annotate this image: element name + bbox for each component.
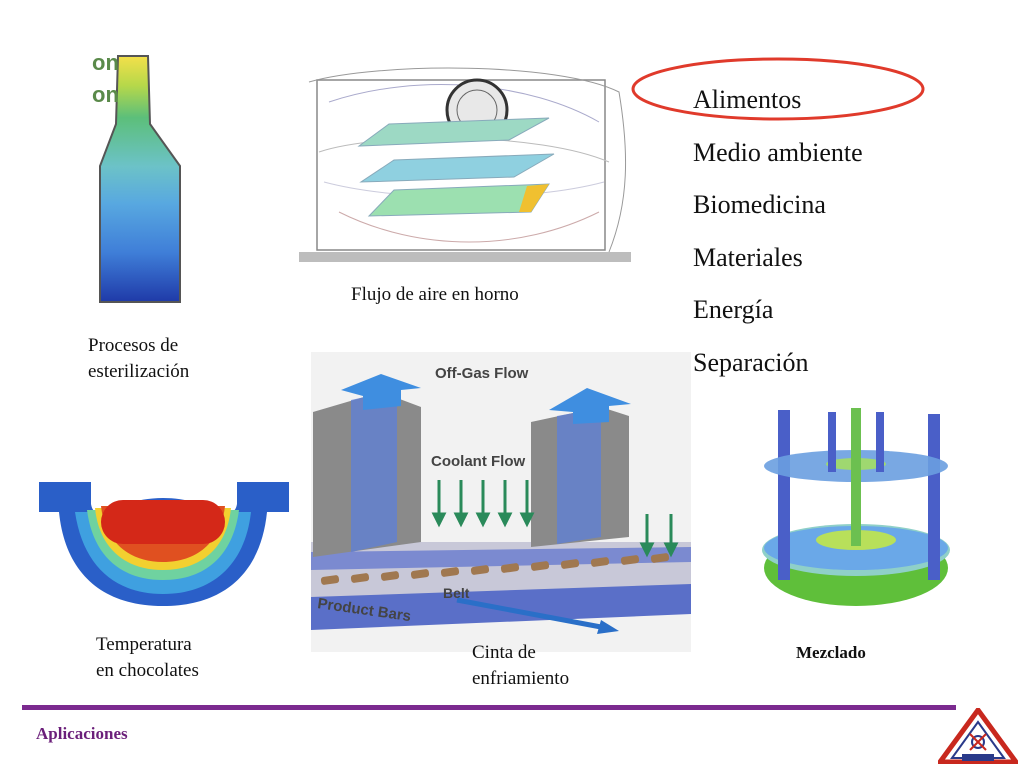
list-item-medio-ambiente: Medio ambiente: [693, 137, 863, 167]
bottle-sterilization-image: on on: [80, 54, 190, 310]
chocolate-caption: Temperatura en chocolates: [96, 632, 199, 684]
belt-belt-label: Belt: [443, 585, 470, 601]
applications-list: Alimentos Medio ambiente Biomedicina Mat…: [693, 74, 993, 389]
list-item-biomedicina: Biomedicina: [693, 190, 826, 219]
chocolate-caption-line2: en chocolates: [96, 660, 199, 681]
bottle-partial-text-2: on: [92, 82, 119, 107]
bottle-caption: Procesos de esterilización: [88, 333, 189, 385]
list-item-separacion: Separación: [693, 347, 809, 377]
chocolate-caption-line1: Temperatura: [96, 634, 192, 655]
belt-caption-line2: enfriamiento: [472, 668, 570, 689]
oven-caption: Flujo de aire en horno: [351, 284, 519, 305]
chocolate-temperature-image: [35, 476, 293, 612]
bottle-caption-line2: esterilización: [88, 361, 190, 382]
list-item-materiales: Materiales: [693, 242, 803, 272]
cooling-belt-image: Off-Gas Flow Coolant Flow Belt Product B…: [311, 352, 691, 652]
belt-coolant-label: Coolant Flow: [431, 453, 525, 470]
belt-offgas-label: Off-Gas Flow: [435, 365, 529, 382]
belt-caption: Cinta de enfriamiento: [472, 640, 569, 692]
oven-airflow-image: [299, 62, 631, 262]
list-item-alimentos: Alimentos: [693, 85, 802, 114]
mixer-caption: Mezclado: [796, 643, 866, 662]
mixer-image: [742, 400, 970, 612]
highlight-ellipse: [630, 56, 926, 122]
list-item-energia: Energía: [693, 295, 774, 324]
belt-caption-line1: Cinta de: [472, 642, 536, 663]
footer-divider: [22, 705, 956, 710]
bottle-caption-line1: Procesos de: [88, 335, 179, 356]
bottle-partial-text-1: on: [92, 54, 119, 75]
metrologia-logo-icon: [938, 708, 1018, 764]
footer-label: Aplicaciones: [36, 724, 128, 743]
